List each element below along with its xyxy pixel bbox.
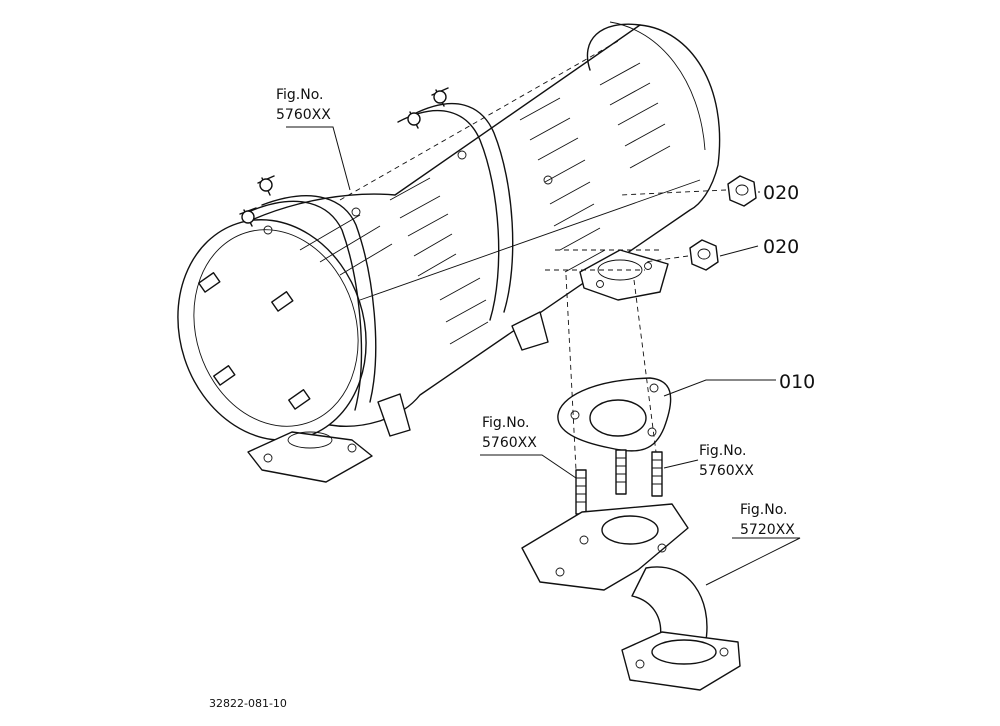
fig-studs-right-label-line2: 5760XX	[699, 463, 754, 479]
part-number-nut-lower: 020	[763, 236, 799, 258]
part-number-gasket: 010	[779, 371, 815, 393]
fig-main-label-line1: Fig.No.	[276, 87, 324, 103]
part-number-nut-upper: 020	[763, 182, 799, 204]
fig-studs-left-label-line1: Fig.No.	[482, 415, 530, 431]
fig-pipe-label-line1: Fig.No.	[740, 502, 788, 518]
drawing-code: 32822-081-10	[209, 697, 287, 710]
gasket-010	[557, 377, 672, 452]
fig-studs-right-label-line1: Fig.No.	[699, 443, 747, 459]
exhaust-pipe-elbow	[521, 503, 741, 691]
leader-lines	[286, 126, 801, 586]
fig-pipe-label-line2: 5720XX	[740, 522, 795, 538]
nut-upper-020	[619, 175, 757, 207]
fig-studs-left-label-line2: 5760XX	[482, 435, 537, 451]
nut-lower-020	[644, 239, 719, 271]
muffler-assembly	[177, 21, 721, 483]
fig-main-label-line2: 5760XX	[276, 107, 331, 123]
